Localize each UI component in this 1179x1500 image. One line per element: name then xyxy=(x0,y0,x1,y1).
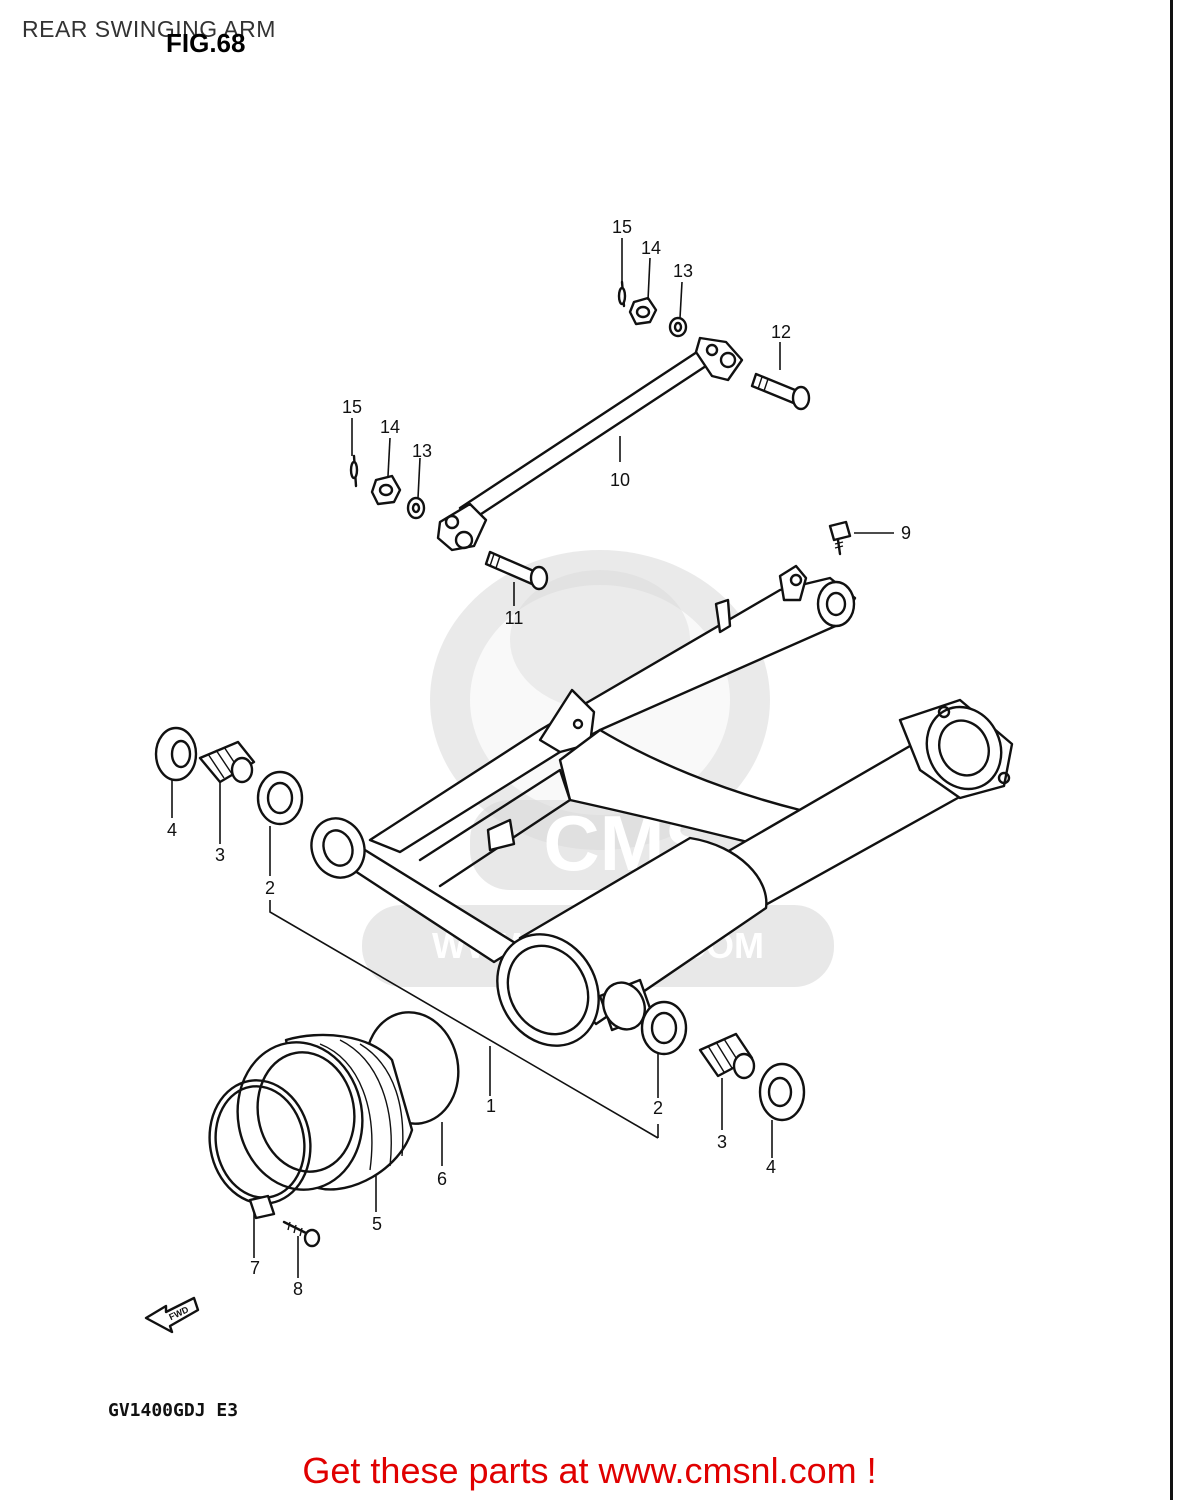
callout-1: 1 xyxy=(486,1096,496,1116)
lower-fasteners xyxy=(349,454,426,520)
callout-5: 5 xyxy=(372,1214,382,1234)
callout-7: 7 xyxy=(250,1258,260,1278)
part-bolt-11 xyxy=(484,550,549,591)
page-title: REAR SWINGING ARM xyxy=(22,16,276,42)
buy-parts-link[interactable]: Get these parts at www.cmsnl.com ! xyxy=(302,1450,877,1491)
left-pivot-parts xyxy=(154,726,304,826)
callout-3: 3 xyxy=(717,1132,727,1152)
callout-numbers: 15 14 13 12 15 14 13 10 9 11 4 3 2 1 2 3… xyxy=(167,217,911,1299)
callout-13: 13 xyxy=(412,441,432,461)
figure-label: FIG.68 xyxy=(166,28,246,58)
callout-3: 3 xyxy=(215,845,225,865)
callout-4: 4 xyxy=(167,820,177,840)
part-bolt-9 xyxy=(828,520,852,556)
page-edge-rule xyxy=(1170,0,1173,1500)
callout-6: 6 xyxy=(437,1169,447,1189)
fwd-arrow: FWD xyxy=(144,1296,200,1334)
part-torque-link xyxy=(436,336,744,552)
part-swing-arm xyxy=(310,564,1014,1047)
callout-4: 4 xyxy=(766,1157,776,1177)
callout-15: 15 xyxy=(612,217,632,237)
callout-15: 15 xyxy=(342,397,362,417)
callout-12: 12 xyxy=(771,322,791,342)
part-bolt-12 xyxy=(750,372,811,411)
upper-fasteners xyxy=(617,280,688,338)
boot-assembly xyxy=(208,1011,460,1248)
right-pivot-parts xyxy=(640,1000,806,1122)
leader-lines xyxy=(171,238,894,1278)
model-code: GV1400GDJ E3 xyxy=(108,1400,239,1421)
callout-10: 10 xyxy=(610,470,630,490)
callout-2: 2 xyxy=(653,1098,663,1118)
callout-14: 14 xyxy=(380,417,400,437)
callout-2: 2 xyxy=(265,878,275,898)
callout-13: 13 xyxy=(673,261,693,281)
callout-11: 11 xyxy=(505,608,524,628)
callout-9: 9 xyxy=(901,523,911,543)
callout-8: 8 xyxy=(293,1279,303,1299)
callout-14: 14 xyxy=(641,238,661,258)
